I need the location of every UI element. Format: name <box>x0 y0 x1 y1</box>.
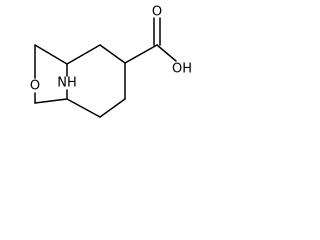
atom-label-hydroxyl: OH <box>172 62 192 77</box>
bond-c6-c7 <box>66 98 101 118</box>
bond-c3-c4 <box>99 44 126 64</box>
atom-label-carbonyl-oxygen: O <box>152 5 162 20</box>
atom-label-amine: NH <box>57 76 77 91</box>
bond-c2-c3 <box>66 44 101 65</box>
structure-diagram: O OH NH O <box>0 0 198 152</box>
bond-c4-cooh <box>124 44 158 64</box>
bond-ch2-c7 <box>34 98 68 104</box>
bond-c2-ch2 <box>34 44 68 65</box>
bond-c5-c6 <box>99 98 126 118</box>
atom-labels: O OH NH O <box>30 5 192 94</box>
bonds <box>34 17 177 118</box>
atom-label-ether-oxygen: O <box>30 79 40 94</box>
bond-c-oh <box>156 44 177 62</box>
molecule-svg: O OH NH O <box>30 5 192 118</box>
